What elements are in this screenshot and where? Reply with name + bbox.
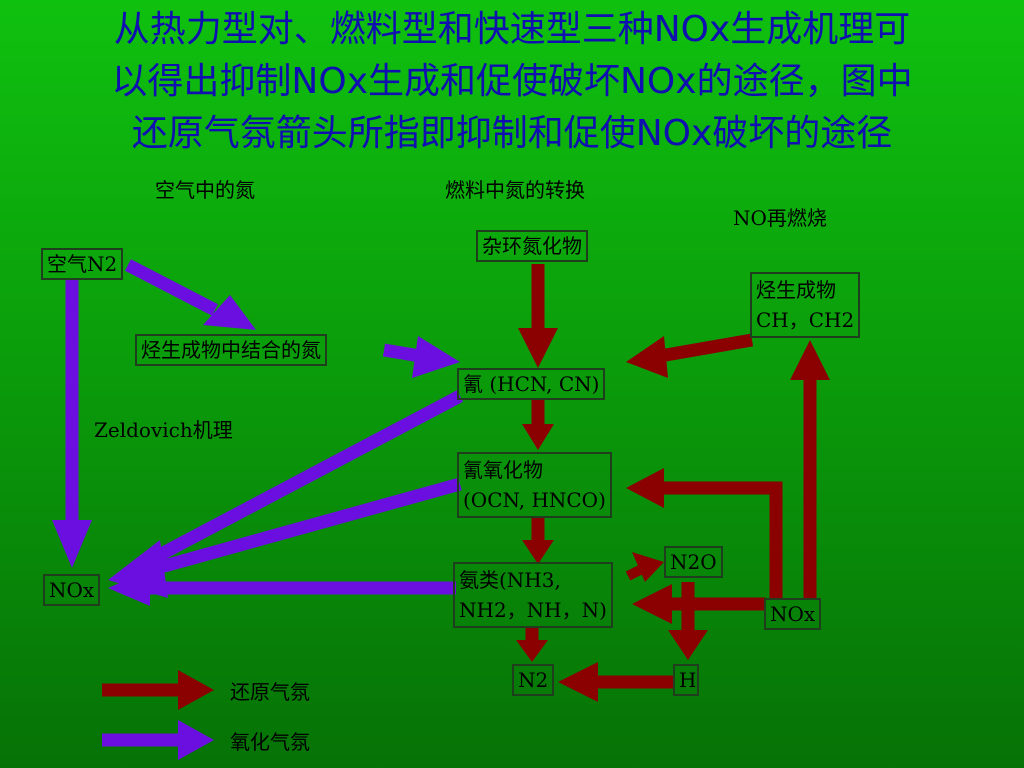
box-cyanide: 氰 (HCN, CN) xyxy=(457,368,606,400)
arrow-bound-to-cyanide-head xyxy=(412,336,460,378)
box-n2: N2 xyxy=(512,664,555,696)
ammonia-species: NH2，NH，N) xyxy=(459,598,607,622)
reducing-arrows xyxy=(102,264,830,710)
arrow-h-to-n2-head xyxy=(558,662,598,702)
arrow-ammonia-to-nox-head xyxy=(108,570,150,606)
arrow-nox-to-cyanate xyxy=(664,481,783,598)
arrow-nox-to-hydrocarbon-head xyxy=(790,340,830,380)
arrow-cyanide-to-cyanate-head xyxy=(522,424,554,450)
box-heterocyclic-nitride: 杂环氮化物 xyxy=(476,230,588,262)
arrow-nox-to-cyanate-head xyxy=(626,468,664,508)
box-hydrocarbon-products: 烃生成物 CH，CH2 xyxy=(750,272,861,338)
box-n2o: N2O xyxy=(664,546,723,578)
label-reburn: NO再燃烧 xyxy=(733,206,827,230)
box-air-n2: 空气N2 xyxy=(41,248,124,280)
arrow-cyanate-to-ammonia-head xyxy=(522,540,554,564)
arrow-hydrocarbon-to-cyanide-head xyxy=(626,336,668,378)
legend-reducing-arrow-head xyxy=(178,670,214,710)
arrow-ammonia-to-n2-head xyxy=(516,640,548,662)
ammonia-label: 氨类(NH3, xyxy=(459,568,561,592)
arrow-n2o-to-h-head xyxy=(668,630,708,660)
arrow-nox-to-ammonia-head xyxy=(632,584,672,624)
box-h: H xyxy=(673,664,699,696)
box-cyanate: 氰氧化物 (OCN, HNCO) xyxy=(457,452,612,518)
title-line-1: 从热力型对、燃料型和快速型三种NOx生成机理可 xyxy=(113,9,911,50)
arrow-hetero-to-cyanide-head xyxy=(518,328,558,368)
title-line-2: 以得出抑制NOx生成和促使破坏NOx的途径，图中 xyxy=(111,61,913,102)
arrow-ammonia-to-n2o-head xyxy=(632,552,664,582)
title-line-3: 还原气氛箭头所指即抑制和促使NOx破坏的途径 xyxy=(131,113,893,154)
legend-oxidizing-label: 氧化气氛 xyxy=(230,730,310,754)
box-nox-right: NOx xyxy=(764,598,822,630)
arrow-cyanide-to-nox xyxy=(146,390,464,566)
cyanate-species: (OCN, HNCO) xyxy=(463,488,606,512)
arrow-ammonia-to-n2o xyxy=(625,565,643,581)
cyanate-label: 氰氧化物 xyxy=(463,458,543,482)
box-ammonia: 氨类(NH3, NH2，NH，N) xyxy=(453,562,613,628)
legend-oxidizing-arrow-head xyxy=(178,720,214,760)
arrow-bound-to-cyanide xyxy=(382,343,422,363)
arrow-air-to-bound xyxy=(125,259,218,316)
arrow-air-to-nox-head xyxy=(52,520,92,568)
box-bound-nitrogen: 烃生成物中结合的氮 xyxy=(135,334,327,366)
arrow-cyanate-to-nox xyxy=(148,477,462,577)
label-air-nitrogen: 空气中的氮 xyxy=(155,178,255,202)
slide-title: 从热力型对、燃料型和快速型三种NOx生成机理可 以得出抑制NOx生成和促使破坏N… xyxy=(0,4,1024,160)
label-zeldovich: Zeldovich机理 xyxy=(94,418,233,442)
arrow-hydrocarbon-to-cyanide xyxy=(658,333,754,363)
hydrocarbon-species: CH，CH2 xyxy=(756,308,855,332)
arrow-air-to-bound-head xyxy=(203,295,256,330)
box-nox-left: NOx xyxy=(43,574,101,606)
label-fuel-nitrogen: 燃料中氮的转换 xyxy=(445,178,585,202)
hydrocarbon-label: 烃生成物 xyxy=(756,278,836,302)
legend-reducing-label: 还原气氛 xyxy=(230,680,310,704)
oxidizing-arrows xyxy=(52,259,464,760)
